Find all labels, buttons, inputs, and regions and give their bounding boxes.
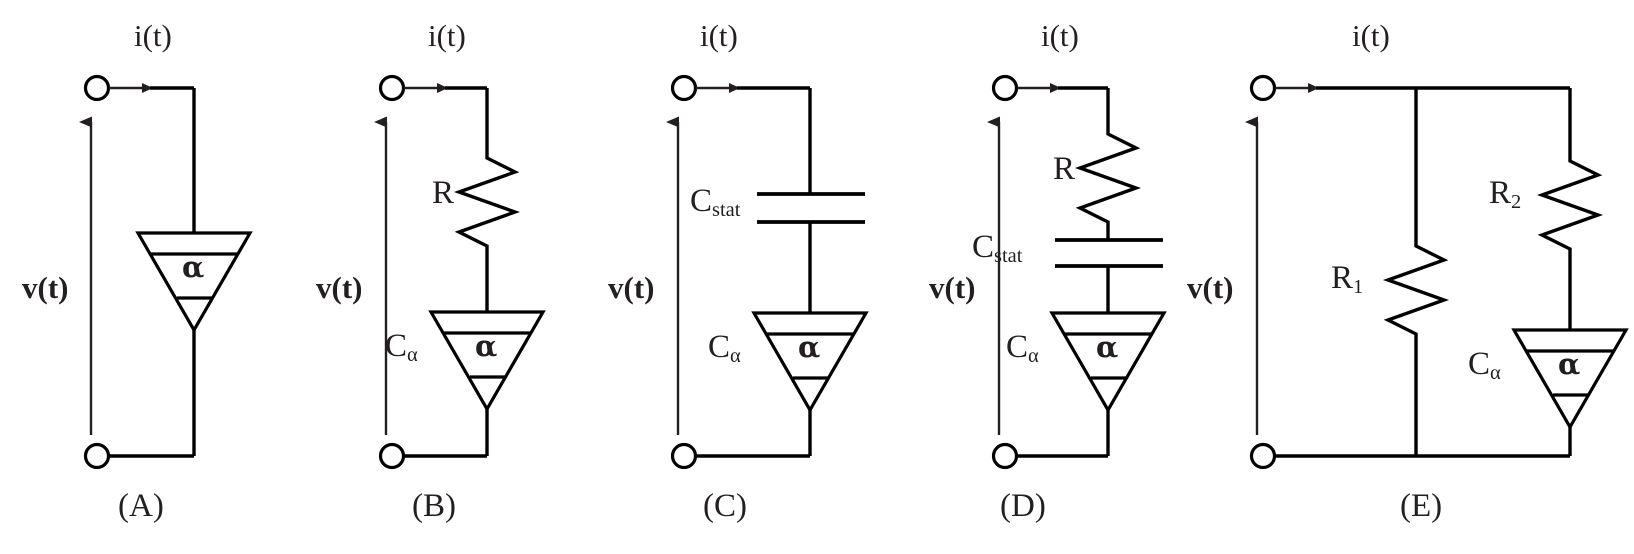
cstat-label-sub-c: stat	[712, 199, 741, 222]
voltage-label-d: v(t)	[929, 270, 976, 305]
fractional-element-triangle-c	[751, 311, 869, 414]
capacitor-cstat-c	[757, 192, 865, 224]
caption-d: (D)	[1000, 488, 1046, 524]
fractional-element-triangle-b	[428, 310, 546, 413]
calpha-label-sub-d: α	[1028, 345, 1039, 368]
fractional-element-a	[135, 231, 253, 334]
capacitor-cstat-d	[1055, 238, 1163, 268]
current-label-e: i(t)	[1352, 18, 1390, 53]
terminal-top-c	[670, 74, 698, 102]
resistor-r1-label-sub-e: 1	[1353, 276, 1364, 299]
caption-a: (A)	[118, 488, 164, 524]
calpha-label-main-e: C	[1468, 346, 1491, 382]
fractional-element-b	[428, 310, 546, 413]
terminal-bottom-e	[1249, 442, 1277, 470]
calpha-label-b: Cα	[385, 328, 418, 367]
circuit-c	[666, 74, 869, 470]
calpha-label-main-b: C	[385, 328, 408, 364]
voltage-label-e: v(t)	[1187, 270, 1234, 305]
resistor-r2-label-main-e: R	[1489, 175, 1512, 211]
cstat-label-sub-d: stat	[994, 245, 1023, 268]
resistor-r2-label-e: R2	[1489, 175, 1522, 214]
calpha-label-sub-b: α	[407, 344, 418, 367]
fractional-element-triangle-e	[1511, 328, 1629, 431]
alpha-symbol-a: α	[182, 250, 205, 284]
cstat-label-main-d: C	[972, 229, 995, 265]
resistor-d	[1074, 128, 1142, 232]
circuit-a	[79, 74, 253, 470]
resistor-label-d: R	[1053, 151, 1076, 187]
terminal-bottom-b	[378, 442, 406, 470]
fractional-element-d	[1049, 311, 1167, 414]
alpha-symbol-d: α	[1096, 330, 1119, 364]
current-label-b: i(t)	[428, 18, 466, 53]
terminal-top-a	[83, 74, 111, 102]
fractional-element-e	[1511, 328, 1629, 431]
fractional-element-triangle-a	[135, 231, 253, 334]
resistor-r1-label-e: R1	[1331, 260, 1364, 299]
calpha-label-e: Cα	[1468, 346, 1501, 385]
calpha-label-main-d: C	[1006, 329, 1029, 365]
circuit-b	[374, 74, 546, 470]
terminal-top-d	[991, 74, 1019, 102]
voltage-label-a: v(t)	[22, 270, 69, 305]
resistor-r2-e	[1536, 155, 1604, 256]
resistor-label-b: R	[432, 175, 455, 211]
current-label-c: i(t)	[700, 18, 738, 53]
fractional-element-c	[751, 311, 869, 414]
caption-e: (E)	[1400, 488, 1443, 524]
resistor-b	[453, 152, 521, 253]
terminal-top-e	[1249, 74, 1277, 102]
resistor-r1-label-main-e: R	[1331, 260, 1354, 296]
alpha-symbol-e: α	[1558, 347, 1581, 381]
cstat-label-main-c: C	[690, 183, 713, 219]
circuit-d	[987, 74, 1167, 470]
terminal-bottom-d	[991, 442, 1019, 470]
calpha-label-sub-c: α	[730, 345, 741, 368]
circuit-e	[1245, 74, 1629, 470]
calpha-label-c: Cα	[708, 329, 741, 368]
terminal-bottom-c	[670, 442, 698, 470]
alpha-symbol-b: α	[475, 329, 498, 363]
voltage-label-b: v(t)	[316, 270, 363, 305]
voltage-label-c: v(t)	[608, 270, 655, 305]
cstat-label-c: Cstat	[690, 183, 741, 222]
fractional-element-triangle-d	[1049, 311, 1167, 414]
resistor-r2-label-sub-e: 2	[1511, 191, 1522, 214]
calpha-label-main-c: C	[708, 329, 731, 365]
calpha-label-sub-e: α	[1490, 362, 1501, 385]
current-label-d: i(t)	[1041, 18, 1079, 53]
alpha-symbol-c: α	[798, 330, 821, 364]
resistor-r1-e	[1382, 240, 1450, 342]
terminal-top-b	[378, 74, 406, 102]
terminal-bottom-a	[83, 442, 111, 470]
caption-b: (B)	[412, 488, 456, 524]
current-label-a: i(t)	[134, 18, 172, 53]
caption-c: (C)	[703, 488, 747, 524]
calpha-label-d: Cα	[1006, 329, 1039, 368]
cstat-label-d: Cstat	[972, 229, 1023, 268]
